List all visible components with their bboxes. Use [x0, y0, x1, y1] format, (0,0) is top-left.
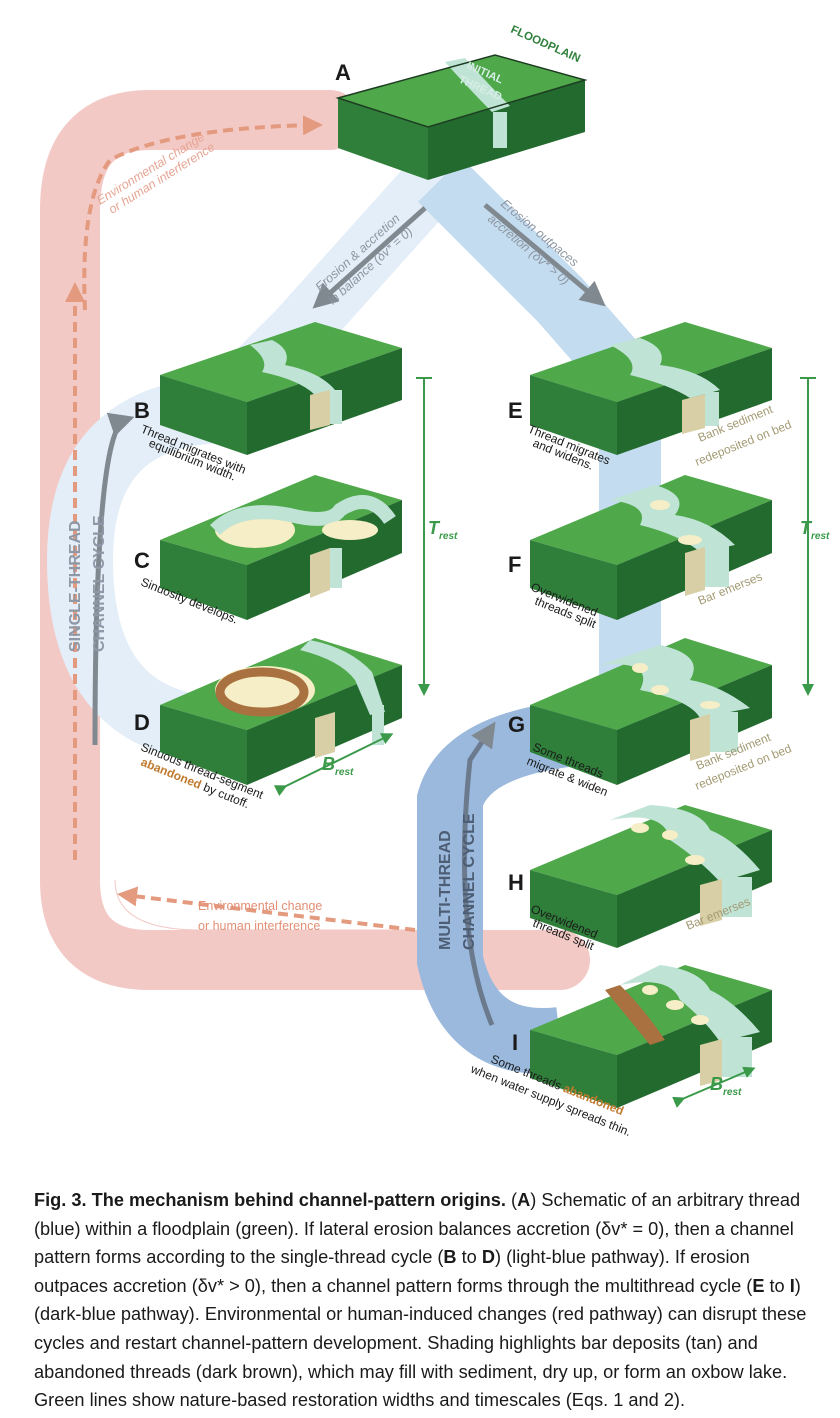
arrow-outpaces [483, 203, 606, 307]
block-b [160, 322, 402, 455]
label-floodplain: FLOODPLAIN [509, 24, 582, 65]
channel-pattern-diagram: A B C D E F G H I FLOODPLAIN INITIAL THR… [40, 24, 830, 1139]
env-bottom-text-2: or human interference [198, 919, 320, 933]
arrow-env-top [82, 115, 323, 311]
block-g [530, 638, 772, 785]
t-rest-scale-right [800, 377, 816, 696]
block-c [160, 475, 402, 620]
single-cycle-2: CHANNEL CYCLE [91, 515, 108, 652]
single-cycle-1: SINGLE-THREAD [67, 520, 84, 652]
label-f: F [508, 552, 521, 577]
b-rest-right: Brest [710, 1074, 742, 1098]
label-c: C [134, 548, 150, 573]
b-rest-scale-left [273, 733, 394, 797]
arrow-balance [312, 206, 427, 309]
label-a: A [335, 60, 351, 85]
caption-title: Fig. 3. The mechanism behind channel-pat… [34, 1190, 506, 1210]
label-e: E [508, 398, 523, 423]
label-i: I [512, 1030, 518, 1055]
label-d: D [134, 710, 150, 735]
env-bottom-text-1: Environmental change [198, 899, 322, 913]
label-h: H [508, 870, 524, 895]
arrow-single-cycle [92, 412, 135, 746]
block-a [335, 54, 588, 180]
figure-caption: Fig. 3. The mechanism behind channel-pat… [34, 1190, 807, 1411]
block-h [530, 805, 772, 948]
t-rest-right: Trest [800, 518, 830, 542]
b-rest-left: Brest [322, 754, 354, 778]
arrow-env-bottom [117, 886, 416, 932]
multi-cycle-1: MULTI-THREAD [437, 830, 454, 950]
b-rest-scale-right [672, 1066, 756, 1108]
multi-cycle-2: CHANNEL CYCLE [461, 813, 478, 950]
t-rest-left: Trest [428, 518, 458, 542]
block-e [530, 322, 772, 455]
label-b: B [134, 398, 150, 423]
t-rest-scale-left [416, 377, 432, 696]
block-i [530, 965, 772, 1108]
block-f [530, 475, 772, 620]
label-g: G [508, 712, 525, 737]
arrow-multi-cycle [461, 721, 496, 1026]
